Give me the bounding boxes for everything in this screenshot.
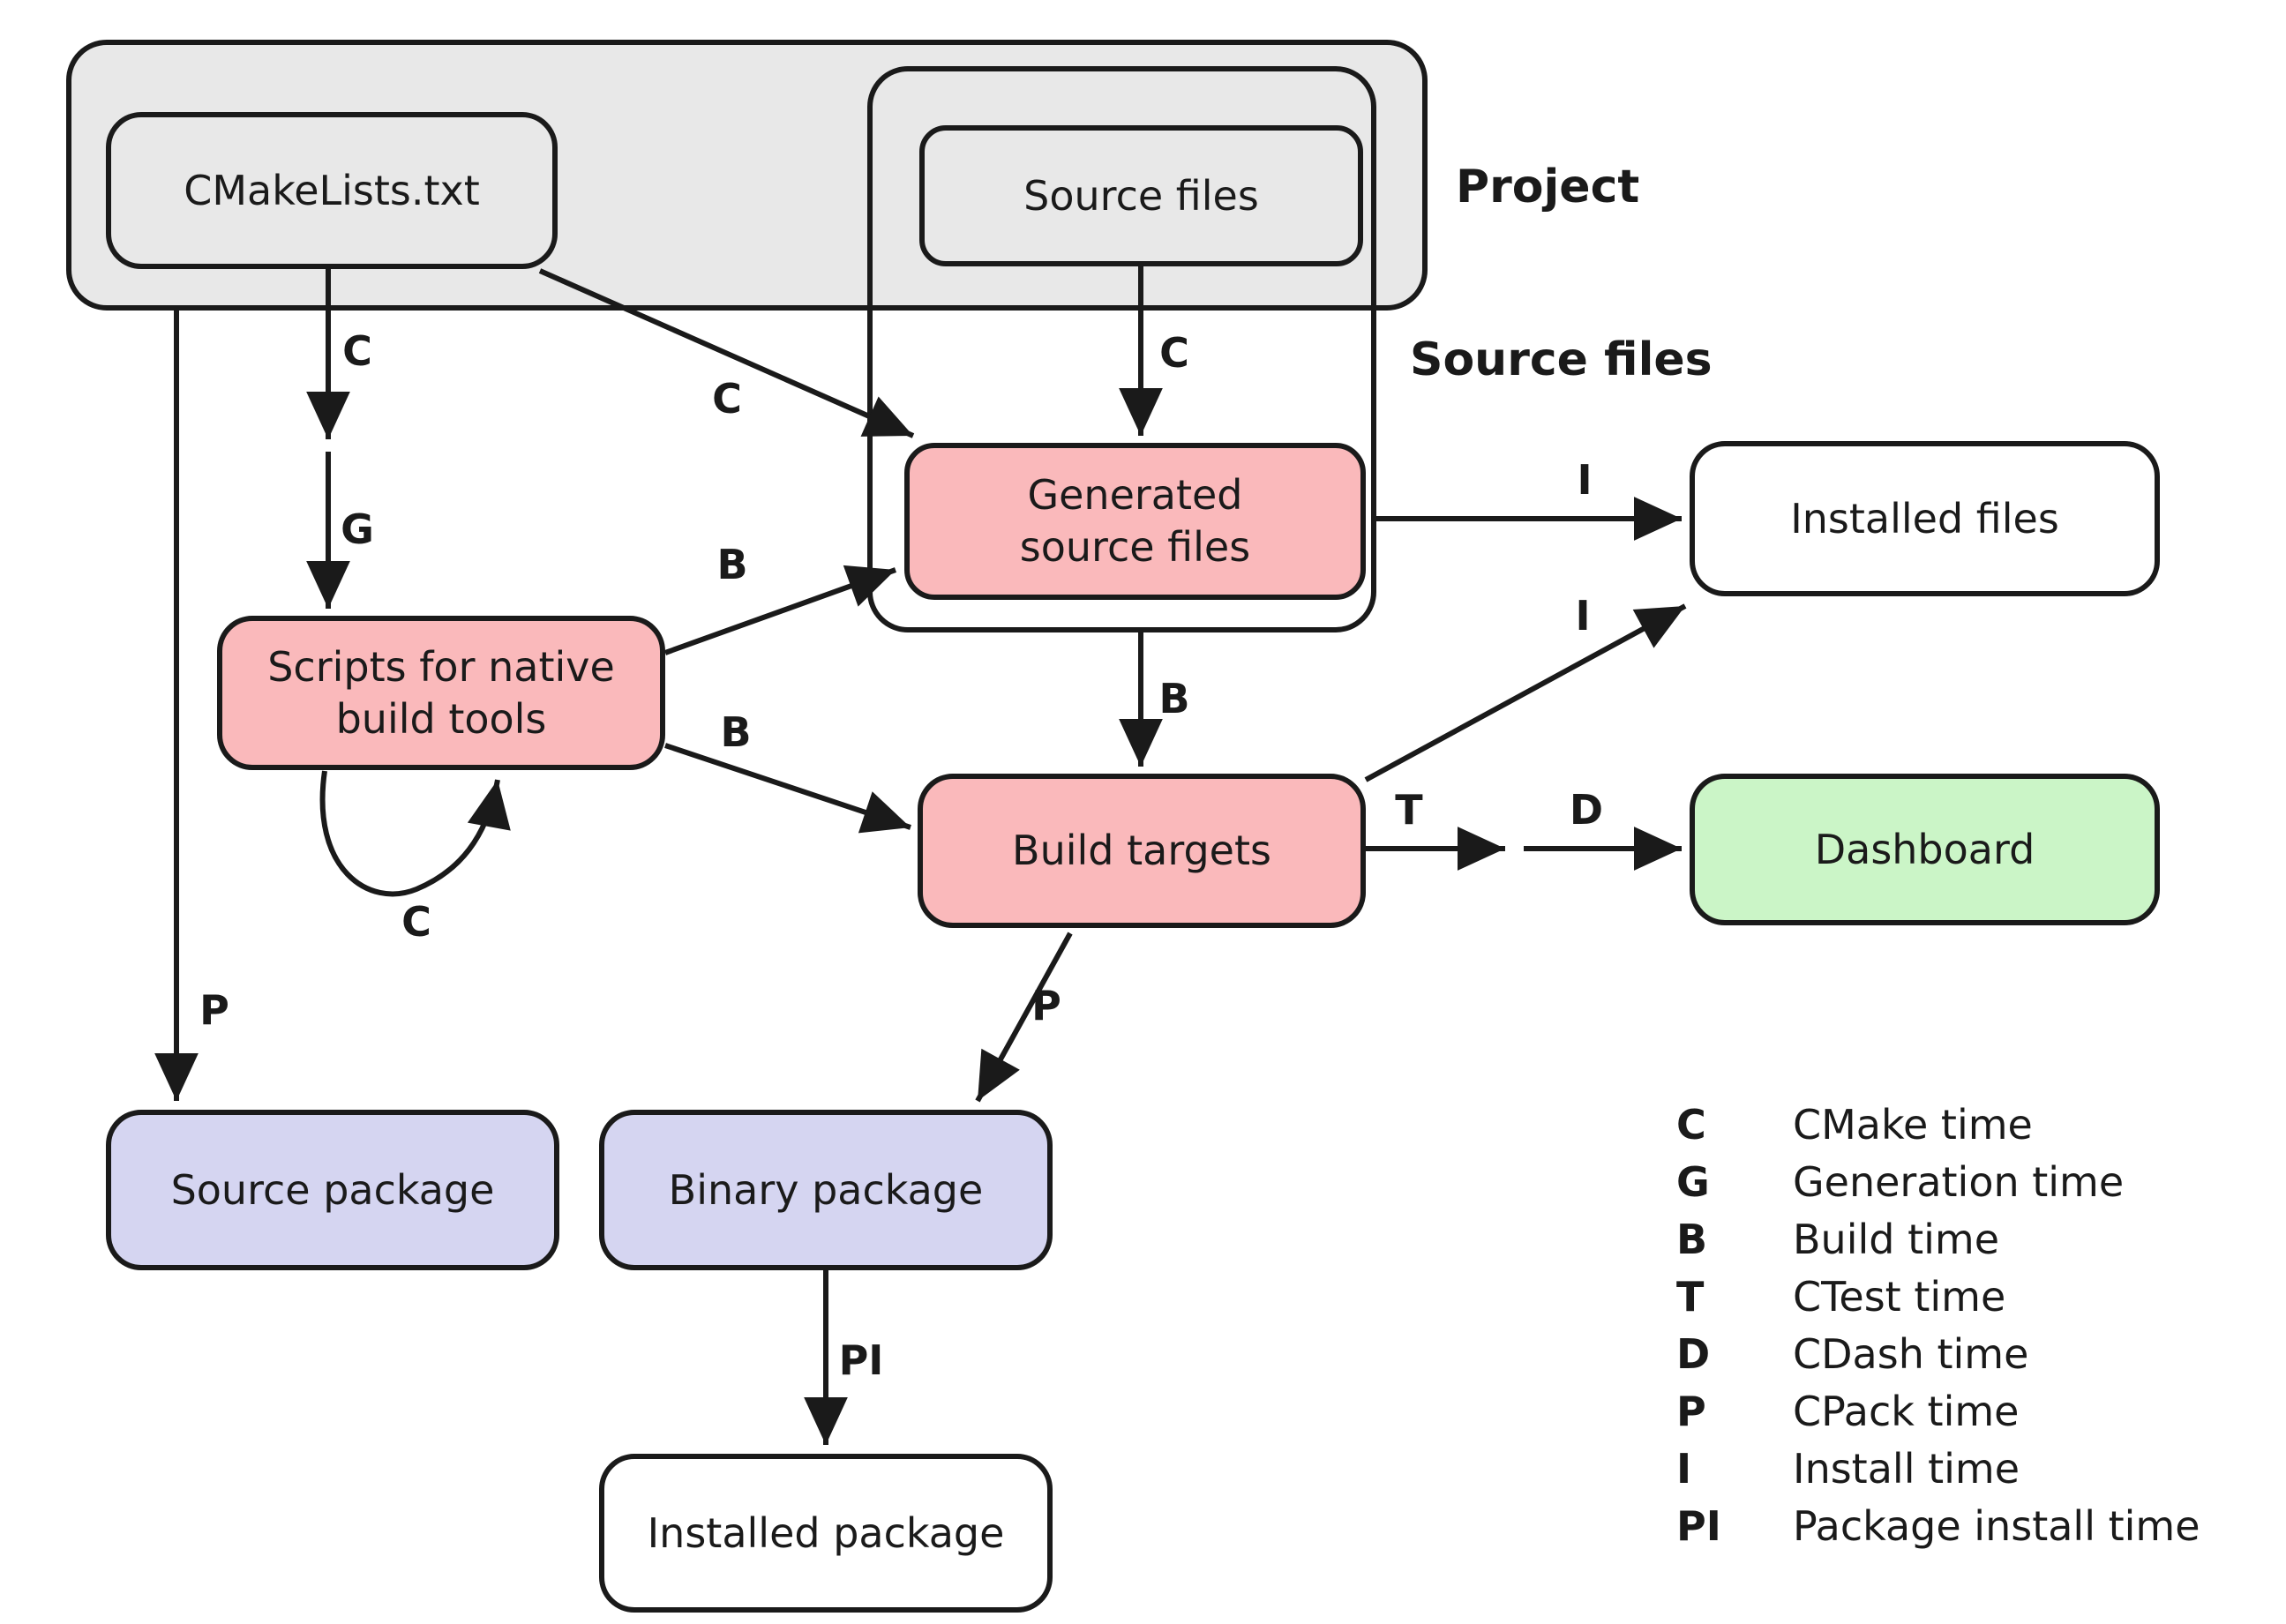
legend-letter: D: [1676, 1329, 1711, 1378]
legend-row: D CDash time: [1676, 1325, 2200, 1382]
edge-label-cmake-time-3: C: [1159, 329, 1189, 377]
legend-letter: P: [1676, 1387, 1706, 1435]
source-files-region-label: Source files: [1410, 333, 1713, 386]
legend-row: I Install time: [1676, 1440, 2200, 1497]
edge-label-install-time-1: I: [1577, 456, 1593, 504]
node-cmakelists: CMakeLists.txt: [106, 112, 558, 269]
edge-label-generation-time: G: [341, 505, 374, 553]
legend-row: G Generation time: [1676, 1153, 2200, 1210]
edge-label-build-time-2: B: [720, 708, 752, 756]
edge-label-cmake-time-1: C: [342, 327, 372, 375]
edge-label-build-time-3: B: [1158, 675, 1190, 722]
node-source-package: Source package: [106, 1110, 559, 1270]
legend-letter: B: [1676, 1215, 1708, 1263]
legend-text: Generation time: [1793, 1157, 2125, 1206]
legend-text: Install time: [1793, 1444, 2020, 1493]
legend-row: T CTest time: [1676, 1268, 2200, 1325]
edge-label-cpack-time-2: P: [1031, 982, 1061, 1029]
legend: C CMake time G Generation time B Build t…: [1676, 1096, 2200, 1554]
legend-letter: C: [1676, 1100, 1706, 1149]
node-scripts-for-native-build-tools: Scripts for native build tools: [217, 616, 665, 770]
edge-label-ctest-time: T: [1395, 786, 1423, 834]
legend-row: B Build time: [1676, 1210, 2200, 1268]
legend-text: CMake time: [1793, 1100, 2033, 1149]
legend-row: P CPack time: [1676, 1382, 2200, 1440]
legend-row: C CMake time: [1676, 1096, 2200, 1153]
legend-letter: G: [1676, 1157, 1710, 1206]
legend-letter: PI: [1676, 1501, 1721, 1550]
edge-label-cpack-time-1: P: [199, 986, 229, 1034]
edge-label-package-install-time: PI: [838, 1336, 884, 1384]
node-dashboard: Dashboard: [1690, 774, 2160, 925]
node-installed-files: Installed files: [1690, 441, 2160, 596]
legend-letter: I: [1676, 1444, 1692, 1493]
legend-text: CDash time: [1793, 1329, 2029, 1378]
legend-text: Package install time: [1793, 1501, 2200, 1550]
node-binary-package: Binary package: [599, 1110, 1053, 1270]
edge-label-cmake-self-loop: C: [401, 898, 431, 946]
legend-letter: T: [1676, 1272, 1705, 1321]
node-installed-package: Installed package: [599, 1454, 1053, 1613]
project-region-label: Project: [1456, 161, 1640, 213]
legend-text: CPack time: [1793, 1387, 2020, 1435]
edge-label-install-time-2: I: [1575, 592, 1591, 640]
legend-text: Build time: [1793, 1215, 2000, 1263]
legend-text: CTest time: [1793, 1272, 2006, 1321]
node-build-targets: Build targets: [918, 774, 1366, 928]
edge-label-build-time-1: B: [716, 541, 748, 588]
node-source-files: Source files: [919, 125, 1363, 266]
edge-label-cdash-time: D: [1569, 786, 1604, 834]
node-generated-source-files: Generated source files: [904, 443, 1366, 600]
edge-label-cmake-time-2: C: [712, 375, 742, 423]
legend-row: PI Package install time: [1676, 1497, 2200, 1554]
